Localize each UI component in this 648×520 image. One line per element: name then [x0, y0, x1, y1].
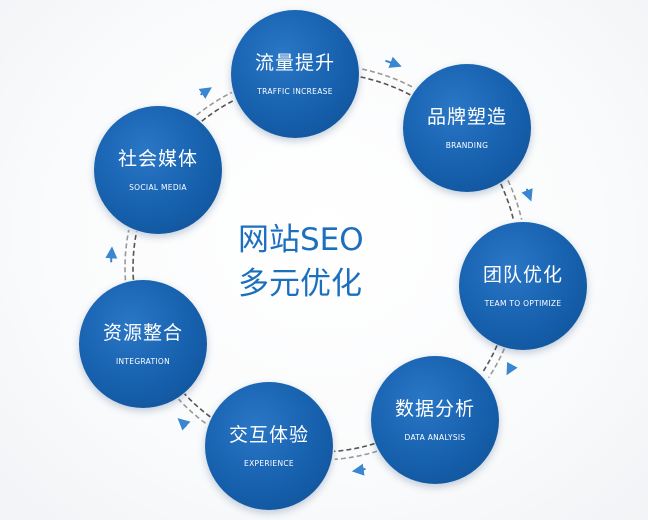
- dashed-connector: [201, 98, 236, 122]
- node-title: 社会媒体: [117, 148, 198, 170]
- dashed-connector: [183, 393, 211, 418]
- dashed-connector: [334, 442, 375, 453]
- node-traffic-increase: 流量提升 TRAFFIC INCREASE: [231, 10, 359, 138]
- node-branding: 品牌塑造 BRANDING: [403, 64, 531, 192]
- node-subtitle: TEAM TO OPTIMIZE: [484, 299, 562, 308]
- center-title-line2: 多元优化: [238, 266, 362, 302]
- node-integration: 资源整合 INTEGRATION: [79, 280, 207, 408]
- node-subtitle: EXPERIENCE: [244, 459, 294, 468]
- dashed-connector: [178, 398, 206, 424]
- node-subtitle: DATA ANALYSIS: [404, 433, 466, 442]
- curved-arrow-icon: [351, 463, 366, 476]
- node-title: 交互体验: [228, 424, 309, 446]
- node-title: 资源整合: [102, 322, 183, 344]
- curved-arrow-icon: [177, 418, 191, 431]
- curved-arrow-icon: [521, 188, 533, 202]
- node-social-media: 社会媒体 SOCIAL MEDIA: [94, 106, 222, 234]
- node-title: 品牌塑造: [426, 106, 507, 128]
- node-experience: 交互体验 EXPERIENCE: [205, 382, 333, 510]
- curved-arrow-icon: [105, 246, 118, 263]
- curved-arrow-icon: [506, 361, 518, 376]
- node-title: 团队优化: [482, 264, 563, 286]
- dashed-connector: [196, 91, 233, 116]
- curved-arrow-icon: [385, 56, 402, 68]
- dashed-connector: [334, 450, 378, 461]
- dashed-connector: [487, 348, 506, 379]
- dashed-connector: [360, 76, 412, 96]
- dashed-connector: [507, 180, 523, 220]
- center-title: 网站SEO 多元优化: [238, 218, 398, 306]
- node-subtitle: BRANDING: [445, 141, 489, 150]
- center-title-line1: 网站SEO: [238, 222, 364, 258]
- node-subtitle: SOCIAL MEDIA: [129, 183, 187, 192]
- curved-arrow-icon: [198, 87, 212, 99]
- node-subtitle: TRAFFIC INCREASE: [257, 87, 333, 96]
- node-title: 流量提升: [254, 52, 335, 74]
- dashed-connector: [500, 183, 515, 222]
- node-title: 数据分析: [394, 398, 475, 420]
- dashed-connector: [362, 68, 416, 89]
- dashed-connector: [481, 345, 498, 374]
- dashed-connector: [124, 229, 130, 281]
- node-team-optimize: 团队优化 TEAM TO OPTIMIZE: [459, 222, 587, 350]
- dashed-connector: [132, 231, 138, 280]
- node-subtitle: INTEGRATION: [115, 357, 171, 366]
- node-data-analysis: 数据分析 DATA ANALYSIS: [371, 356, 499, 484]
